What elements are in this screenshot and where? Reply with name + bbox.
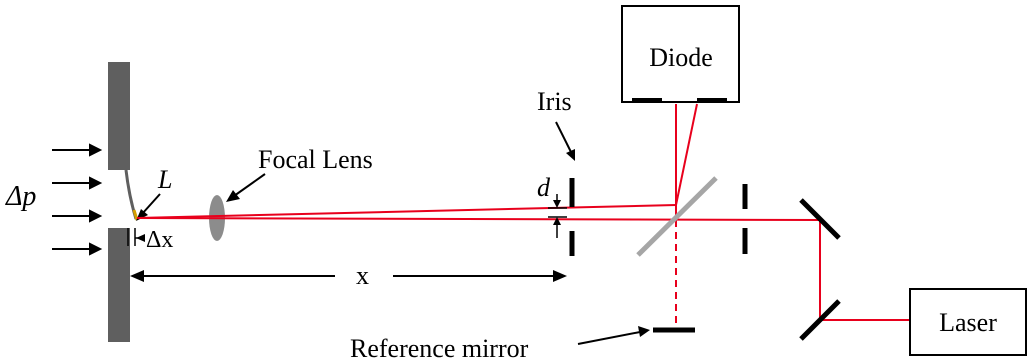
laser-box	[909, 288, 1027, 356]
laser-beam-paths	[136, 103, 910, 321]
length-L-label: L	[157, 165, 172, 194]
reference-mirror-pointer-arrow	[577, 326, 650, 345]
pressure-arrows	[52, 143, 103, 256]
iris-pointer-arrow	[555, 121, 575, 161]
gap-d-down-arrowhead	[553, 200, 561, 208]
distance-x-right-arrowhead	[553, 270, 567, 282]
distance-x-left-arrowhead	[130, 270, 144, 282]
membrane-tip	[132, 209, 139, 221]
gap-d-label: d	[537, 173, 551, 202]
diode-label: Diode	[649, 43, 713, 72]
gap-d-up-arrowhead	[553, 217, 561, 225]
reference-mirror-label: Reference mirror	[350, 334, 529, 362]
iris-label: Iris	[537, 87, 572, 116]
laser-label: Laser	[939, 308, 997, 337]
steering-mirror-lower	[799, 299, 841, 341]
diode-box	[621, 5, 740, 103]
wall-lower	[108, 228, 130, 342]
focal-lens-label: Focal Lens	[258, 145, 373, 174]
diode-foot-left	[632, 98, 662, 103]
focal-lens-pointer-arrow	[226, 173, 266, 202]
beamsplitter	[636, 176, 718, 257]
delta-x-arrowhead	[136, 234, 145, 242]
delta-x-label: Δx	[146, 227, 173, 253]
steering-mirror-upper	[799, 198, 841, 240]
diode-foot-right	[697, 98, 727, 103]
wall-upper	[108, 62, 130, 170]
distance-x-label: x	[356, 261, 369, 290]
delta-p-label: Δp	[5, 181, 36, 212]
